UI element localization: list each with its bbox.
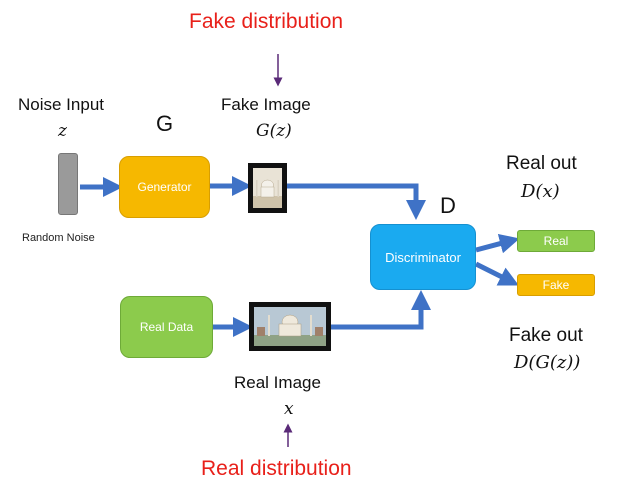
real-out-label: Real out — [506, 153, 577, 174]
real-out-math: D(x) — [521, 181, 560, 202]
noise-input-label: Noise Input — [18, 95, 104, 114]
arrow-discriminator-to-fake — [474, 261, 519, 286]
taj-mahal-small-icon — [248, 163, 287, 213]
noise-variable: z — [58, 121, 67, 141]
noise-bar — [58, 153, 78, 215]
real-image-math: x — [284, 399, 294, 419]
real-distribution-label: Real distribution — [201, 457, 352, 480]
real-output-box: Real — [517, 230, 595, 252]
fake-out-label: Fake out — [509, 325, 583, 346]
fake-output-box: Fake — [517, 274, 595, 296]
real-data-box: Real Data — [120, 296, 213, 358]
arrow-real-image-to-discriminator — [331, 290, 431, 330]
fake-out-math: D(G(z)) — [514, 352, 581, 373]
discriminator-box: Discriminator — [370, 224, 476, 290]
generator-symbol: G — [156, 111, 174, 136]
fake-image-math: G(z) — [256, 121, 292, 141]
taj-mahal-wide-icon — [249, 302, 331, 351]
arrow-fake-image-to-discriminator — [287, 183, 426, 220]
random-noise-label: Random Noise — [22, 232, 95, 244]
fake-distribution-label: Fake distribution — [189, 10, 344, 33]
fake-image-label: Fake Image — [221, 95, 311, 114]
arrow-discriminator-to-real — [475, 233, 520, 254]
discriminator-symbol: D — [440, 193, 456, 218]
generator-box: Generator — [119, 156, 210, 218]
real-image-label: Real Image — [234, 373, 321, 392]
